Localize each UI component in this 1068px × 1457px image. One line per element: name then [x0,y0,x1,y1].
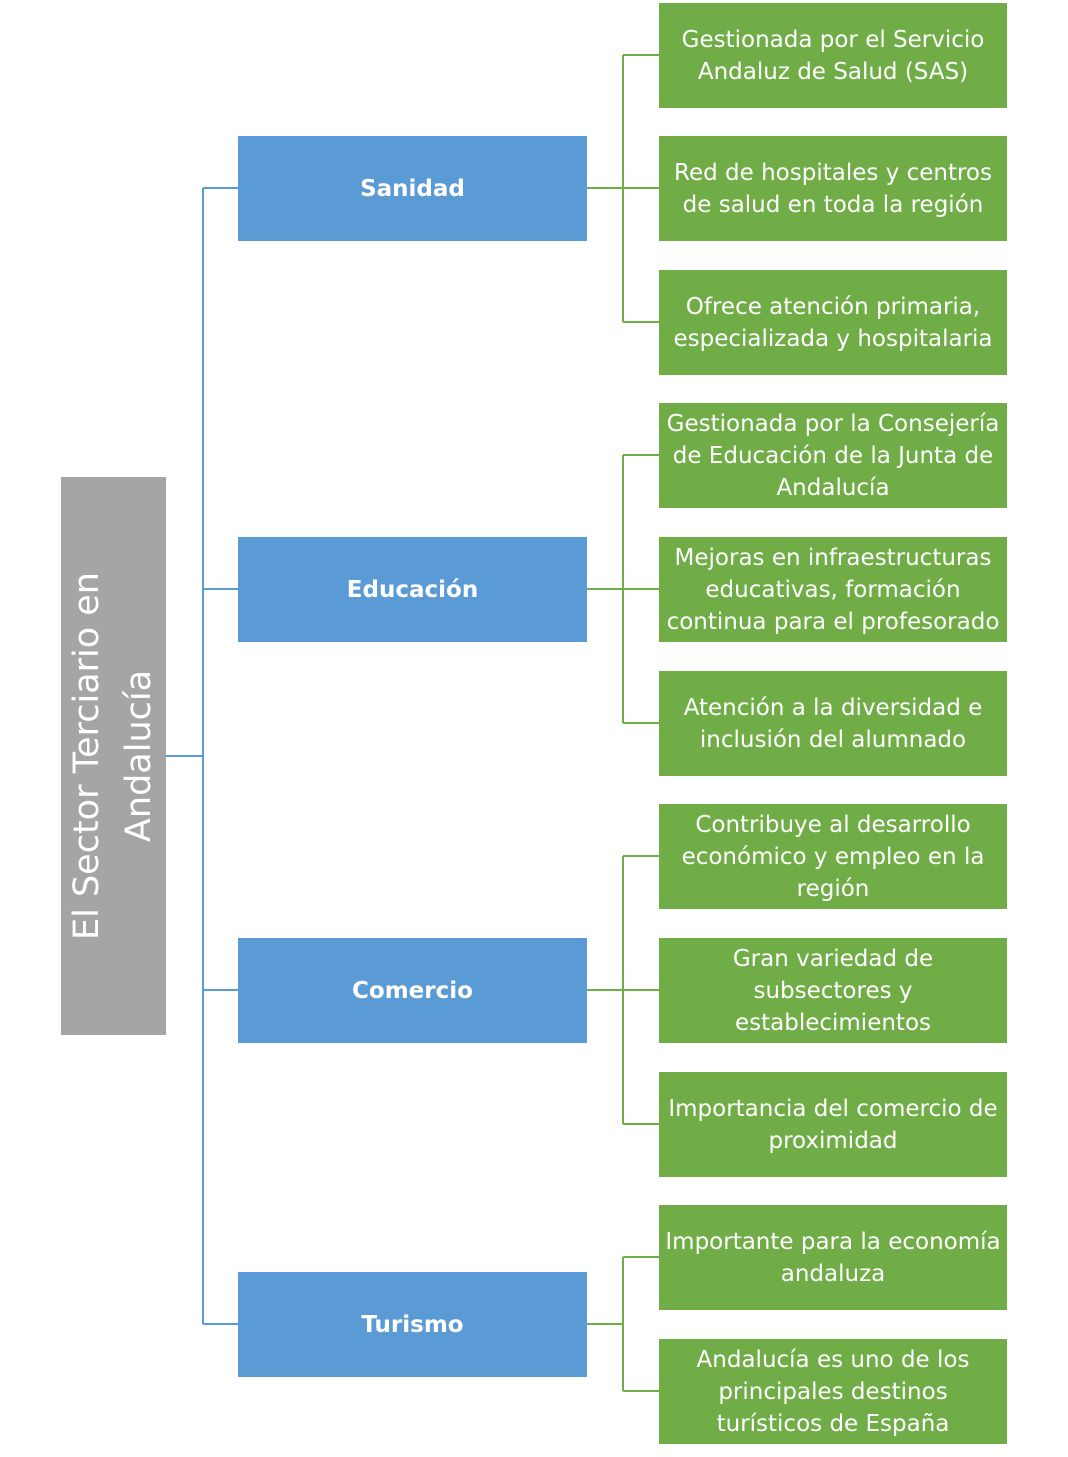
comercio-item-2: Gran variedad de subsectores y estableci… [659,938,1007,1043]
root-label: El Sector Terciario en Andalucía [67,572,159,940]
educacion-item-3: Atención a la diversidad e inclusión del… [659,671,1007,776]
comercio-item-1: Contribuye al desarrollo económico y emp… [659,804,1007,909]
category-educacion: Educación [238,537,587,642]
root-node: El Sector Terciario en Andalucía [61,477,166,1035]
turismo-item-1: Importante para la economía andaluza [659,1205,1007,1310]
turismo-item-2: Andalucía es uno de los principales dest… [659,1339,1007,1444]
sanidad-item-2: Red de hospitales y centros de salud en … [659,136,1007,241]
sanidad-item-3: Ofrece atención primaria, especializada … [659,270,1007,375]
educacion-item-1: Gestionada por la Consejería de Educació… [659,403,1007,508]
category-connectors [587,54,659,1392]
category-sanidad: Sanidad [238,136,587,241]
educacion-item-2: Mejoras en infraestructuras educativas, … [659,537,1007,642]
comercio-item-3: Importancia del comercio de proximidad [659,1072,1007,1177]
sanidad-item-1: Gestionada por el Servicio Andaluz de Sa… [659,3,1007,108]
root-connectors [166,187,238,1325]
category-comercio: Comercio [238,938,587,1043]
category-turismo: Turismo [238,1272,587,1377]
